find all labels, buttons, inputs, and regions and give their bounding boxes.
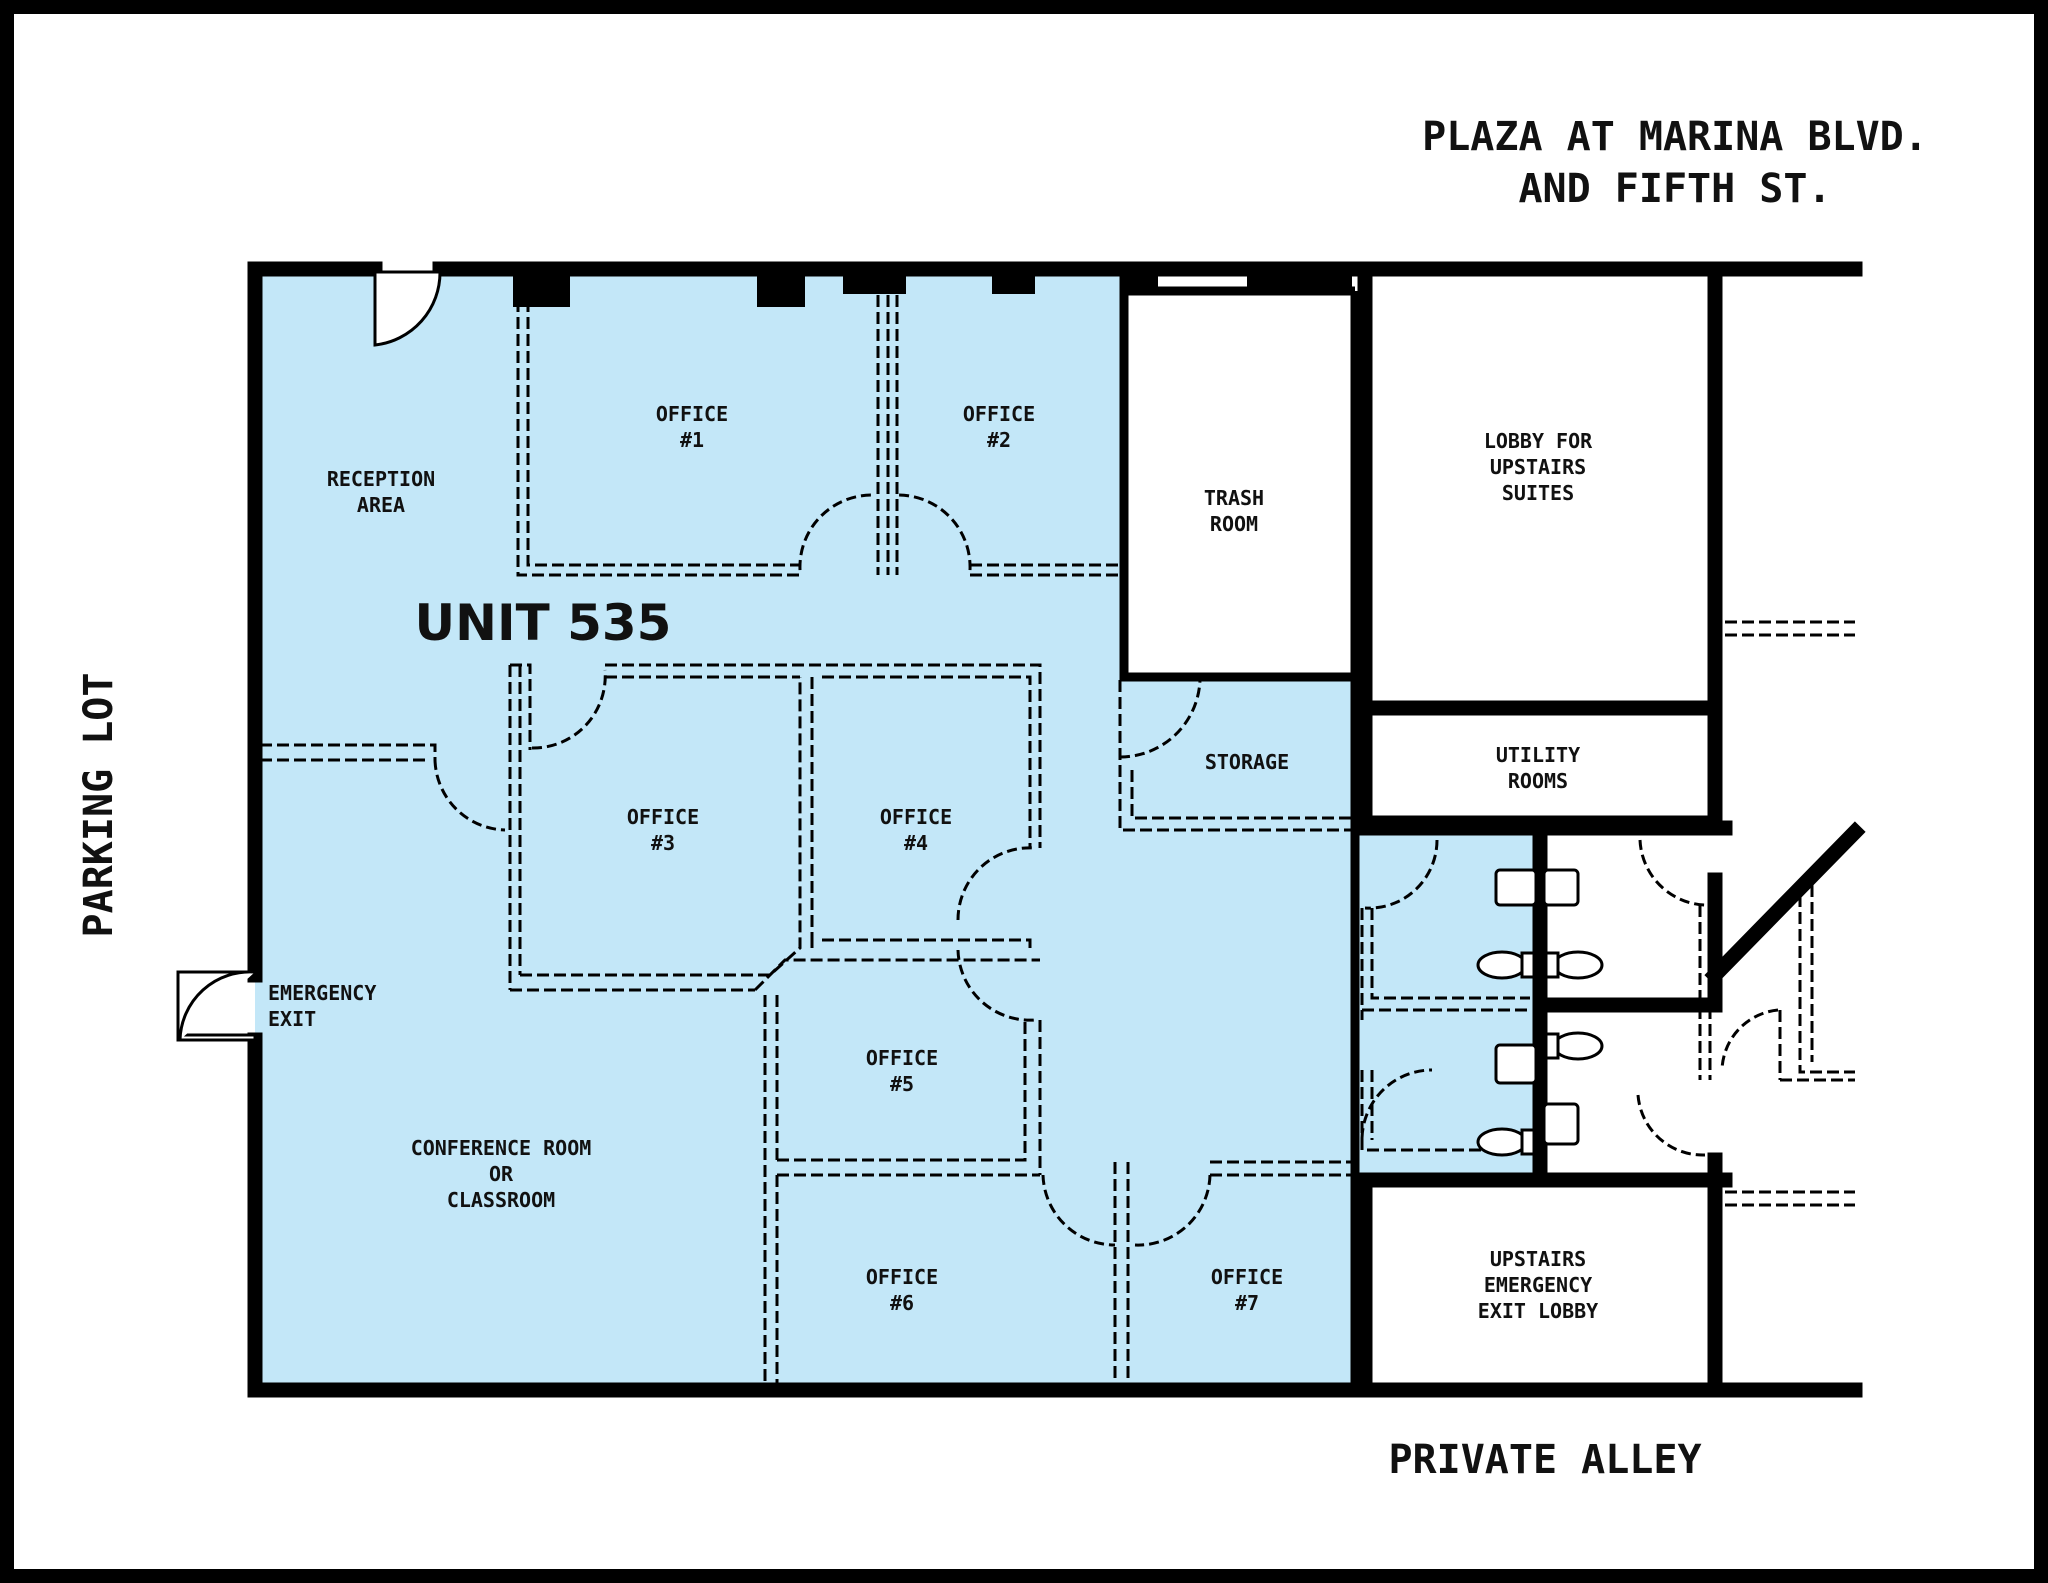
reception-label-2: AREA (357, 493, 405, 517)
conference-label-2: OR (489, 1162, 514, 1186)
title-line-1: PLAZA AT MARINA BLVD. (1422, 114, 1928, 160)
lobby-label-1: LOBBY FOR (1484, 429, 1593, 453)
unit-label: UNIT 535 (415, 594, 672, 652)
office6-label-2: #6 (890, 1291, 914, 1315)
plan-title: PLAZA AT MARINA BLVD. AND FIFTH ST. (1422, 114, 1928, 212)
office6-label-1: OFFICE (866, 1265, 938, 1289)
conference-label-1: CONFERENCE ROOM (411, 1136, 592, 1160)
office3-label-2: #3 (651, 831, 675, 855)
office1-label-2: #1 (680, 428, 704, 452)
office4-label-2: #4 (904, 831, 928, 855)
office2-label-2: #2 (987, 428, 1011, 452)
trash-label-1: TRASH (1204, 486, 1264, 510)
upstairs-exit-label-3: EXIT LOBBY (1478, 1299, 1598, 1323)
dashed-partitions (260, 295, 1855, 1385)
lobby-label-3: SUITES (1502, 481, 1574, 505)
title-line-2: AND FIFTH ST. (1518, 166, 1831, 212)
trash-label-2: ROOM (1210, 512, 1258, 536)
office3-label-1: OFFICE (627, 805, 699, 829)
conference-label-3: CLASSROOM (447, 1188, 555, 1212)
emergency-exit-label-2: EXIT (268, 1007, 316, 1031)
interior-walls (1119, 261, 1866, 1393)
unit-535-area (255, 272, 1535, 1385)
private-alley-label: PRIVATE ALLEY (1388, 1437, 1701, 1483)
office1-label-1: OFFICE (656, 402, 728, 426)
utility-label-1: UTILITY (1496, 743, 1580, 767)
reception-label-1: RECEPTION (327, 467, 435, 491)
emergency-exit-label-1: EMERGENCY (268, 981, 376, 1005)
doors (176, 270, 1779, 1247)
office5-label-2: #5 (890, 1072, 914, 1096)
office2-label-1: OFFICE (963, 402, 1035, 426)
upstairs-exit-label-2: EMERGENCY (1484, 1273, 1592, 1297)
parking-lot-label: PARKING LOT (76, 673, 122, 938)
restroom-fixtures (1476, 868, 1604, 1157)
storage-label: STORAGE (1205, 750, 1289, 774)
upstairs-exit-label-1: UPSTAIRS (1490, 1247, 1586, 1271)
office4-label-1: OFFICE (880, 805, 952, 829)
office7-label-1: OFFICE (1211, 1265, 1283, 1289)
room-labels: RECEPTION AREA OFFICE #1 OFFICE #2 TRASH… (268, 402, 1598, 1323)
office7-label-2: #7 (1235, 1291, 1259, 1315)
office5-label-1: OFFICE (866, 1046, 938, 1070)
lobby-label-2: UPSTAIRS (1490, 455, 1586, 479)
utility-label-2: ROOMS (1508, 769, 1568, 793)
